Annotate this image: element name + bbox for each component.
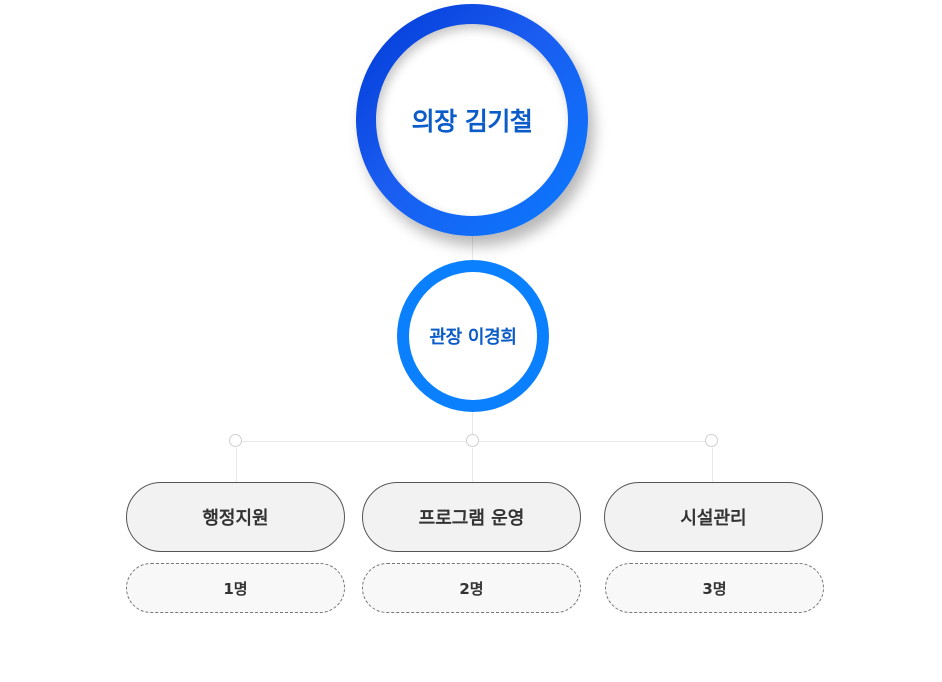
dept-label: 행정지원 [202, 508, 269, 529]
connector-dept-2 [472, 448, 473, 482]
chair-label: 의장 김기철 [411, 107, 533, 136]
headcount-facility-management: 3명 [605, 563, 824, 613]
dept-admin-support: 행정지원 [126, 482, 345, 552]
dept-facility-management: 시설관리 [604, 482, 823, 552]
headcount-label: 2명 [459, 579, 484, 598]
chair-node-inner: 의장 김기철 [376, 24, 568, 216]
dept-label: 시설관리 [680, 508, 747, 529]
connector-dept-1 [236, 448, 237, 482]
headcount-label: 3명 [702, 579, 727, 598]
dept-program-operation: 프로그램 운영 [362, 482, 581, 552]
headcount-label: 1명 [223, 579, 248, 598]
director-node-inner: 관장 이경희 [409, 272, 537, 400]
director-node: 관장 이경희 [397, 260, 549, 412]
headcount-admin-support: 1명 [126, 563, 345, 613]
connector-chair-director [472, 236, 473, 260]
chair-node: 의장 김기철 [356, 4, 588, 236]
junction-dot-1 [229, 434, 242, 447]
junction-dot-3 [705, 434, 718, 447]
connector-director-branch [472, 412, 473, 436]
director-label: 관장 이경희 [429, 327, 517, 348]
headcount-program-operation: 2명 [362, 563, 581, 613]
junction-dot-2 [466, 434, 479, 447]
dept-label: 프로그램 운영 [418, 508, 525, 529]
connector-dept-3 [712, 448, 713, 482]
